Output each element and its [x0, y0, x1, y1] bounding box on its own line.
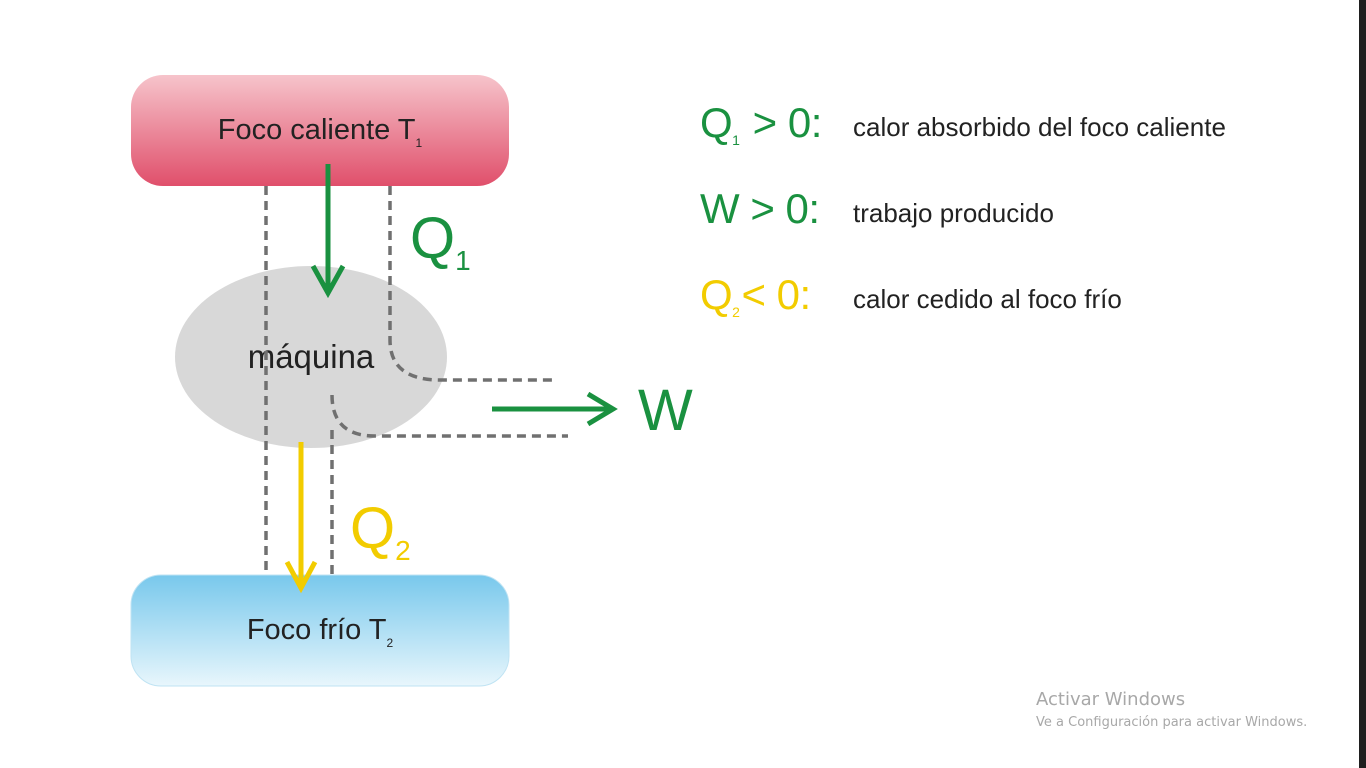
cold-reservoir: Foco frío T2	[130, 574, 510, 687]
legend-symbol-q1: Q1 > 0:	[700, 99, 822, 149]
legend-description-w: trabajo producido	[853, 198, 1054, 228]
legend-description-q1: calor absorbido del foco caliente	[853, 112, 1226, 142]
w-arrow	[492, 391, 618, 427]
legend-description-q2: calor cedido al foco frío	[853, 284, 1122, 314]
q1-arrow	[310, 164, 346, 299]
machine-ellipse	[175, 266, 447, 448]
cold-reservoir-label: Foco frío T2	[247, 614, 394, 650]
q2-label: Q2	[350, 496, 411, 566]
hot-reservoir: Foco caliente T1	[131, 75, 509, 186]
activation-watermark-title: Activar Windows	[1036, 689, 1186, 710]
w-label: W	[638, 378, 693, 443]
hot-reservoir-label: Foco caliente T1	[218, 114, 423, 150]
window-edge	[1359, 0, 1366, 768]
machine-label: máquina	[248, 338, 375, 375]
legend-symbol-w: W > 0:	[700, 185, 820, 232]
dashed-flow-outline	[264, 186, 568, 575]
q2-arrow	[284, 442, 318, 594]
activation-watermark-subtitle: Ve a Configuración para activar Windows.	[1036, 715, 1308, 730]
legend-symbol-q2: Q2< 0:	[700, 271, 811, 321]
q1-label: Q1	[410, 206, 471, 276]
